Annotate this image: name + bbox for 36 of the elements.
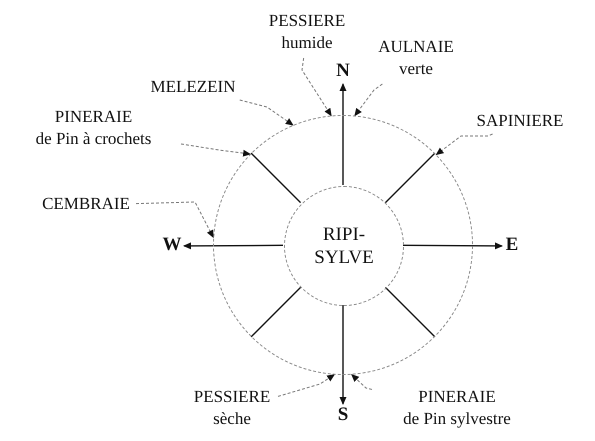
leader-line [239, 100, 294, 126]
leader-line [351, 374, 372, 390]
leader-line [180, 143, 252, 157]
forest-type-label: de Pin à crochets [34, 128, 152, 150]
compass-direction-letter: N [335, 60, 351, 82]
outer-zone-circle [213, 115, 473, 375]
sector-divider-line [384, 152, 436, 204]
leader-line [278, 374, 336, 397]
forest-type-label: AULNAIE [377, 36, 455, 58]
forest-type-label: PESSIERE [192, 386, 272, 408]
forest-type-label: de Pin sylvestre [402, 408, 512, 430]
forest-type-label: PINERAIE [417, 386, 497, 408]
leader-line [436, 134, 494, 156]
forest-type-label: MELEZEIN [150, 76, 236, 98]
compass-direction-letter: E [504, 234, 520, 256]
forest-type-label: PESSIERE [268, 10, 346, 32]
leader-line [136, 202, 214, 238]
compass-direction-letter: W [162, 234, 182, 256]
riparian-zone-circle [284, 186, 404, 306]
forest-type-label: sèche [212, 408, 252, 430]
sector-divider-line [250, 286, 302, 338]
forest-type-label: CEMBRAIE [41, 193, 131, 215]
forest-type-label: SAPINIERE [476, 110, 564, 132]
forest-type-label: verte [398, 58, 434, 80]
compass-direction-letter: S [336, 404, 350, 426]
sector-divider-line [250, 152, 302, 204]
compass-arrow [183, 242, 283, 250]
compass-arrow [340, 305, 346, 405]
leader-line [301, 58, 332, 116]
zone-label: RIPI- SYLVE [313, 223, 375, 269]
leader-line [354, 84, 383, 116]
forest-type-label: humide [280, 32, 334, 54]
compass-arrow [403, 242, 503, 250]
compass-arrow [340, 83, 346, 185]
forest-type-label: PINERAIE [54, 106, 134, 128]
sector-divider-line [384, 286, 436, 338]
